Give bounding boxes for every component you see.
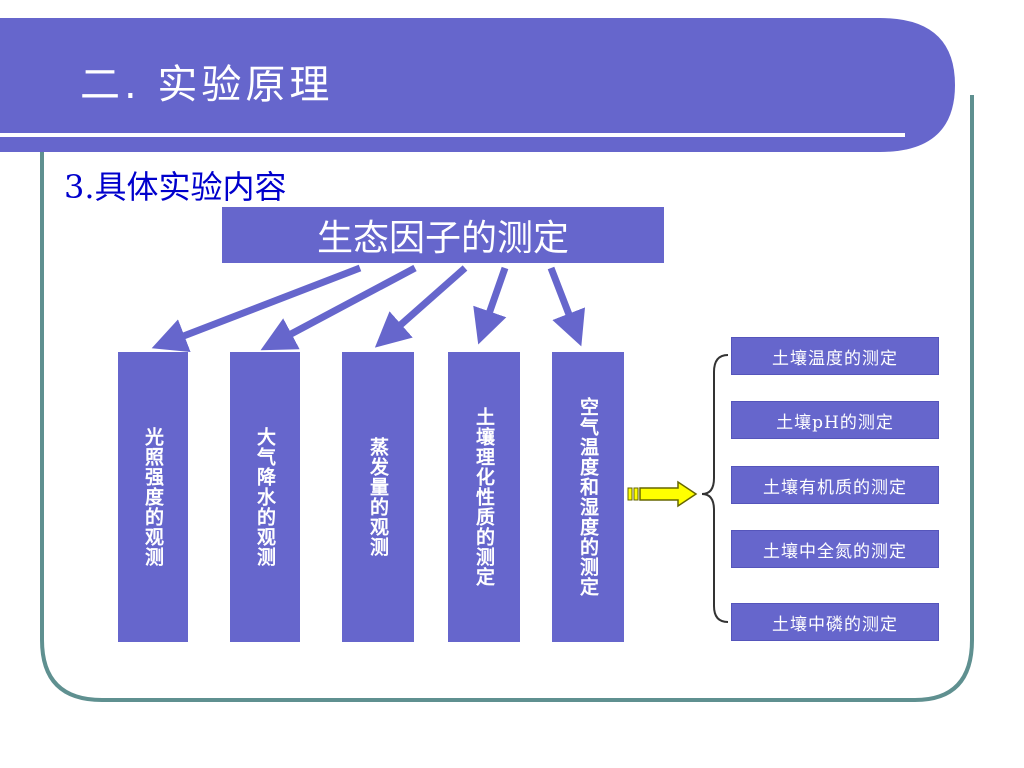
arrow-to-branch-3 xyxy=(374,265,468,348)
branch-label: 光照强度的观测 xyxy=(142,427,164,567)
soil-item-phosphorus: 土壤中磷的测定 xyxy=(731,603,939,641)
branch-light-intensity: 光照强度的观测 xyxy=(118,352,188,642)
branch-air-temp-humidity: 空气温度和湿度的测定 xyxy=(552,352,624,642)
soil-item-temperature: 土壤温度的测定 xyxy=(731,337,939,375)
branch-evaporation: 蒸发量的观测 xyxy=(342,352,414,642)
soil-item-ph: 土壤pH的测定 xyxy=(731,401,939,439)
branch-label: 蒸发量的观测 xyxy=(367,437,389,557)
arrow-to-branch-2 xyxy=(260,264,417,351)
branch-label: 大气降水的观测 xyxy=(254,427,276,567)
branch-label: 土壤理化性质的测定 xyxy=(473,407,495,587)
header-divider xyxy=(0,133,905,137)
arrow-to-branch-4 xyxy=(473,266,509,345)
header-bar xyxy=(0,18,955,152)
arrow-to-branch-5 xyxy=(547,266,586,347)
branch-label: 空气温度和湿度的测定 xyxy=(577,397,599,597)
soil-item-total-nitrogen: 土壤中全氮的测定 xyxy=(731,530,939,568)
branch-precipitation: 大气降水的观测 xyxy=(230,352,300,642)
section-subtitle: 3.具体实验内容 xyxy=(64,168,287,206)
soil-item-organic-matter: 土壤有机质的测定 xyxy=(731,466,939,504)
slide-title: 二. 实验原理 xyxy=(80,62,334,108)
branch-soil-properties: 土壤理化性质的测定 xyxy=(448,352,520,642)
root-node: 生态因子的测定 xyxy=(222,207,664,263)
arrow-to-branch-1 xyxy=(151,264,362,353)
frame-border xyxy=(40,95,974,702)
brace xyxy=(701,354,729,623)
yellow-arrow xyxy=(627,480,698,508)
